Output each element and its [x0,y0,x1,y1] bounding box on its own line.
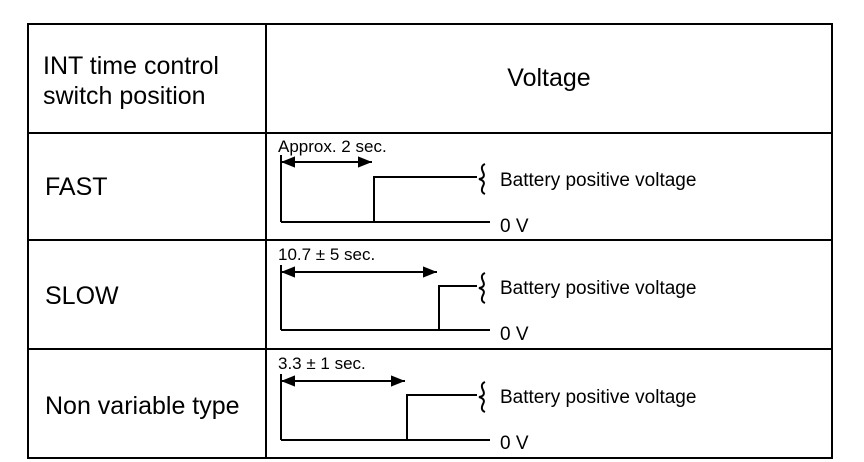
header-left-line1: INT time control [43,52,219,80]
row-divider [29,239,831,241]
high-level-slow [438,285,477,330]
row-label-non-variable: Non variable type [45,392,240,420]
header-voltage: Voltage [507,64,591,92]
zero-label-non-variable: 0 V [500,433,529,454]
brace-fast [478,163,486,195]
column-divider [265,25,267,457]
time-label-non-variable: 3.3 ± 1 sec. [278,354,366,373]
waveform-fast: Approx. 2 sec. Battery positive voltage … [278,137,696,237]
row-divider [29,132,831,134]
waveform-slow: 10.7 ± 5 sec. Battery positive voltage 0… [278,245,696,345]
row-label-slow: SLOW [45,282,119,310]
high-label-fast: Battery positive voltage [500,170,696,191]
high-level-non-variable [406,394,477,440]
high-label-non-variable: Battery positive voltage [500,387,696,408]
timing-table: INT time control switch position Voltage… [27,23,833,459]
brace-non-variable [478,381,486,413]
row-divider [29,348,831,350]
row-label-fast: FAST [45,173,108,201]
waveform-non-variable: 3.3 ± 1 sec. Battery positive voltage 0 … [278,354,696,454]
high-level-fast [373,176,477,222]
time-label-fast: Approx. 2 sec. [278,137,387,156]
zero-label-slow: 0 V [500,324,529,345]
brace-slow [478,272,486,304]
zero-label-fast: 0 V [500,216,529,237]
header-switch-position: INT time control switch position [43,51,219,111]
high-label-slow: Battery positive voltage [500,278,696,299]
time-label-slow: 10.7 ± 5 sec. [278,245,375,264]
header-left-line2: switch position [43,82,206,110]
